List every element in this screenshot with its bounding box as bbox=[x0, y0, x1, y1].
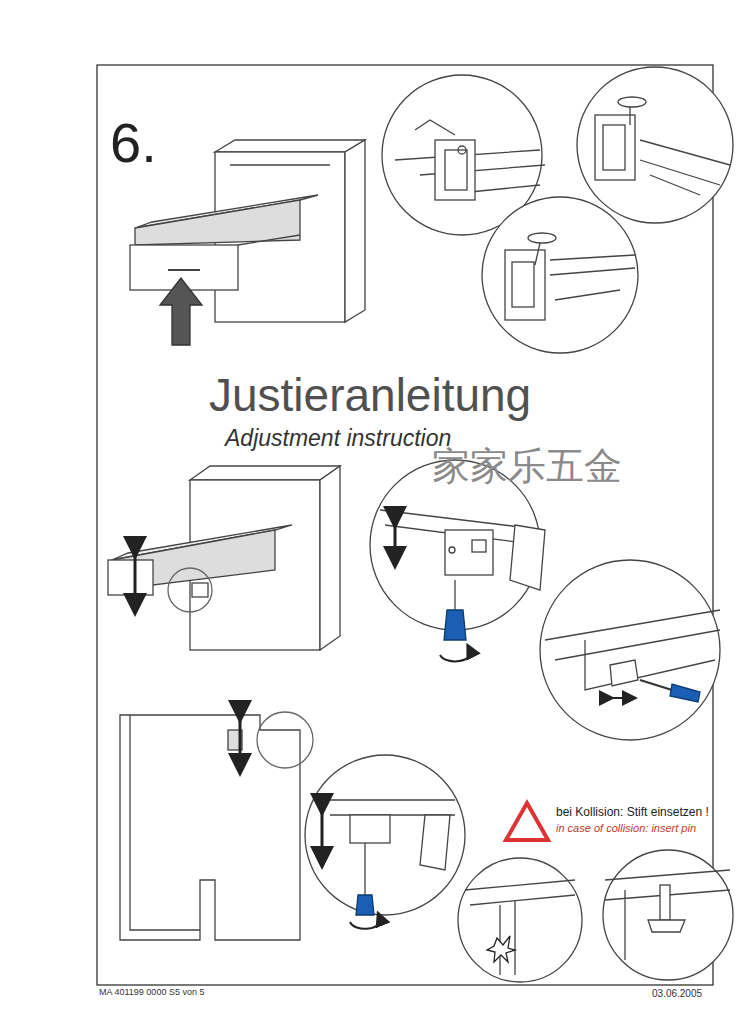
document-number: MA 401199 0000 S5 von 5 bbox=[99, 988, 204, 998]
date: 03.06.2005 bbox=[652, 988, 702, 999]
subtitle: Adjustment instruction bbox=[225, 426, 451, 451]
warning-note-english: in case of collision: insert pin bbox=[556, 822, 696, 834]
step-number: 6. bbox=[110, 112, 157, 174]
title-heading: Justieranleitung bbox=[209, 370, 531, 421]
warning-note: bei Kollision: Stift einsetzen ! bbox=[556, 806, 709, 819]
watermark: 家家乐五金 bbox=[432, 446, 622, 488]
